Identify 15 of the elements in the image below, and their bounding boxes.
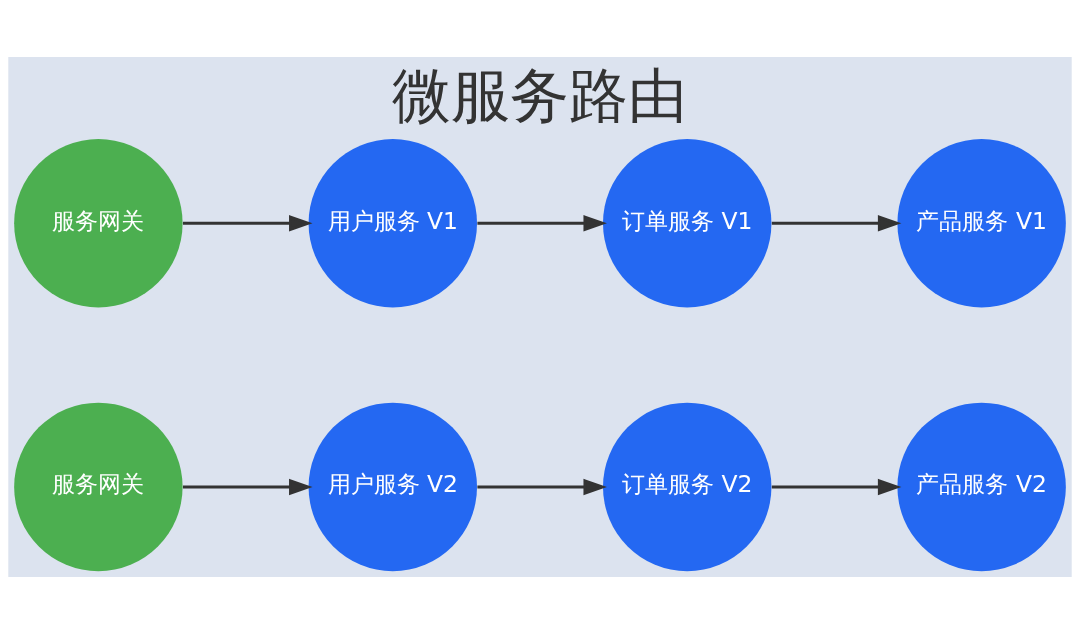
node-circle: 产品服务 V1 bbox=[897, 139, 1066, 308]
arrow bbox=[771, 478, 902, 496]
arrow bbox=[477, 478, 607, 496]
node-circle: 订单服务 V1 bbox=[603, 139, 772, 308]
node-circle: 用户服务 V2 bbox=[308, 402, 477, 572]
arrow bbox=[477, 215, 607, 232]
diagram-title: 微服务路由 bbox=[392, 61, 688, 130]
arrow bbox=[182, 215, 313, 232]
arrow bbox=[771, 215, 902, 232]
arrow bbox=[182, 478, 313, 496]
node-circle: 服务网关 bbox=[14, 139, 183, 308]
node-circle: 产品服务 V2 bbox=[897, 402, 1066, 572]
node-circle: 用户服务 V1 bbox=[308, 139, 477, 308]
node-circle: 订单服务 V2 bbox=[603, 402, 772, 572]
node-circle: 服务网关 bbox=[14, 402, 183, 572]
